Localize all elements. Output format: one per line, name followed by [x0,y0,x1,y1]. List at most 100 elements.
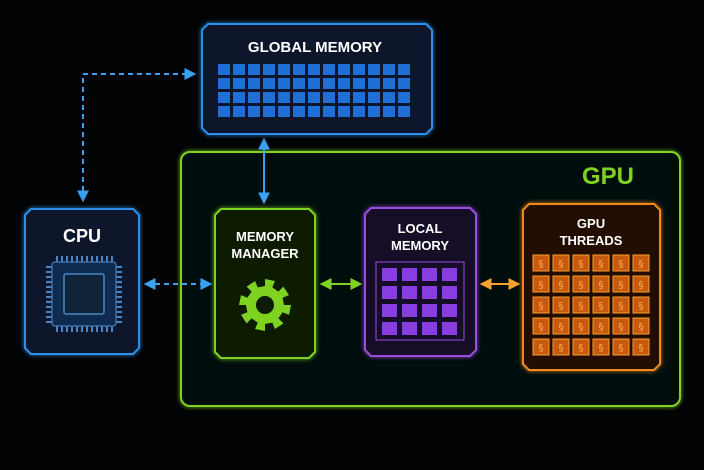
global-memory-cell [368,64,380,75]
global-memory-cell [218,78,230,89]
gpu-thread-cell [572,317,590,335]
global-memory-cell [248,92,260,103]
gpu-thread-cell [552,317,570,335]
global-memory-cell [383,92,395,103]
gpu-thread-cell [612,254,630,272]
global-memory-cell [278,64,290,75]
thread-glyph-icon: § [639,301,644,312]
local-memory-title-line1: LOCAL [398,221,443,236]
memory-manager-box: MEMORY MANAGER [214,208,316,359]
global-memory-cell [248,64,260,75]
thread-glyph-icon: § [599,301,604,312]
gpu-thread-cell [592,317,610,335]
global-memory-cell [293,106,305,117]
global-memory-cell [368,78,380,89]
global-memory-cell [383,78,395,89]
gpu-thread-cell [572,275,590,293]
global-memory-cell [218,106,230,117]
thread-glyph-icon: § [639,322,644,333]
thread-glyph-icon: § [599,280,604,291]
global-memory-title: GLOBAL MEMORY [248,39,382,56]
gpu-thread-cell [592,275,610,293]
thread-glyph-icon: § [579,280,584,291]
global-memory-cell [278,106,290,117]
gear-icon [239,279,291,331]
local-memory-cell [422,286,437,299]
gpu-thread-cell [572,254,590,272]
local-memory-cell [442,286,457,299]
local-memory-cell [422,268,437,281]
thread-glyph-icon: § [619,280,624,291]
local-memory-title-line2: MEMORY [391,238,449,253]
local-memory-cell [382,322,397,335]
global-memory-cell [263,78,275,89]
local-memory-cell [382,286,397,299]
gpu-thread-cell [532,317,550,335]
gpu-threads-box: GPU THREADS §§§§§§§§§§§§§§§§§§§§§§§§§§§§… [522,203,661,371]
cpu-chip-icon [46,256,122,332]
global-memory-cell [353,106,365,117]
gpu-threads-title-line2: THREADS [560,233,623,248]
global-memory-cell [308,106,320,117]
gpu-thread-cell [552,296,570,314]
gpu-thread-cell [532,275,550,293]
thread-glyph-icon: § [539,301,544,312]
connectors [77,68,521,290]
global-memory-cell [323,78,335,89]
global-memory-cell [293,64,305,75]
thread-glyph-icon: § [559,280,564,291]
global-memory-cell [293,78,305,89]
gpu-thread-cell [632,275,650,293]
local-memory-cell [442,322,457,335]
global-memory-cell [248,106,260,117]
thread-glyph-icon: § [559,301,564,312]
thread-glyph-icon: § [539,280,544,291]
gpu-thread-cell [532,254,550,272]
global-memory-cell [353,78,365,89]
gpu-thread-cell [592,254,610,272]
thread-glyph-icon: § [639,280,644,291]
global-memory-box: GLOBAL MEMORY [201,23,433,135]
global-memory-cell [233,106,245,117]
memory-manager-title-line2: MANAGER [231,246,299,261]
local-memory-cell [442,304,457,317]
global-memory-cell [248,78,260,89]
global-memory-cell [353,92,365,103]
thread-glyph-icon: § [579,259,584,270]
thread-glyph-icon: § [599,343,604,354]
thread-glyph-icon: § [559,322,564,333]
gpu-thread-cell [552,254,570,272]
gpu-thread-cell [612,317,630,335]
gpu-thread-cell [572,296,590,314]
thread-glyph-icon: § [619,343,624,354]
global-memory-cell [218,64,230,75]
thread-glyph-icon: § [579,343,584,354]
gpu-label: GPU [582,163,634,190]
cpu-box: CPU [24,208,140,355]
local-memory-cell [442,268,457,281]
thread-glyph-icon: § [539,259,544,270]
local-memory-cell [402,322,417,335]
global-memory-cell [278,78,290,89]
global-memory-cell [263,106,275,117]
thread-glyph-icon: § [579,322,584,333]
thread-glyph-icon: § [559,259,564,270]
thread-glyph-icon: § [599,259,604,270]
gpu-threads-title-line1: GPU [577,216,605,231]
thread-glyph-icon: § [619,322,624,333]
gpu-thread-cell [612,275,630,293]
gpu-thread-cell [612,338,630,356]
global-memory-cell [383,64,395,75]
global-memory-cell [218,92,230,103]
global-memory-cell [398,106,410,117]
global-memory-cell [368,92,380,103]
gpu-thread-cell [552,275,570,293]
local-memory-cell [402,286,417,299]
thread-glyph-icon: § [559,343,564,354]
global-memory-cell [338,78,350,89]
gpu-thread-cell [552,338,570,356]
global-memory-cell [338,64,350,75]
gpu-thread-cell [632,317,650,335]
global-memory-cell [323,64,335,75]
local-memory-cell [402,268,417,281]
